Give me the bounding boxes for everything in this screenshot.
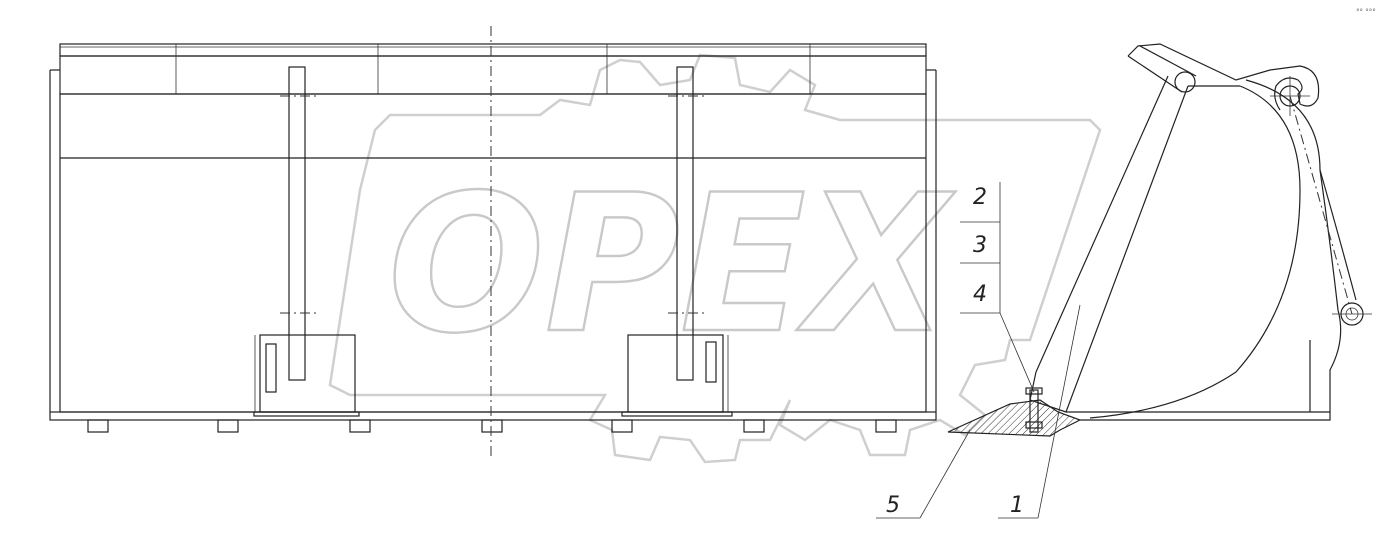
bucket-floor [1066, 340, 1331, 421]
callout-2: 2 [973, 185, 987, 210]
callout-labels: 2 3 4 5 1 [886, 185, 1024, 518]
callout-3: 3 [973, 233, 987, 258]
corner-mark: °° °°° [1356, 8, 1376, 16]
callout-1: 1 [1010, 493, 1024, 518]
bucket-front-view [49, 26, 937, 460]
gear-watermark-shape [328, 53, 1102, 464]
cutting-edge-section [947, 399, 1082, 437]
top-rail [59, 43, 927, 57]
back-plate [1035, 75, 1189, 413]
watermark: OPEX [328, 53, 1102, 464]
leader-lines [876, 182, 1081, 519]
bolt-assembly [1025, 387, 1043, 433]
right-rib [621, 66, 733, 417]
bucket-side-view [876, 43, 1372, 519]
upper-pin [1174, 71, 1196, 93]
callout-5: 5 [886, 493, 900, 518]
teeth-row [87, 419, 897, 433]
callout-4: 4 [973, 282, 987, 307]
cutting-edge-strip [49, 411, 937, 421]
watermark-text: OPEX [388, 154, 956, 375]
bucket-shell [1089, 85, 1301, 419]
left-rib [253, 66, 360, 417]
